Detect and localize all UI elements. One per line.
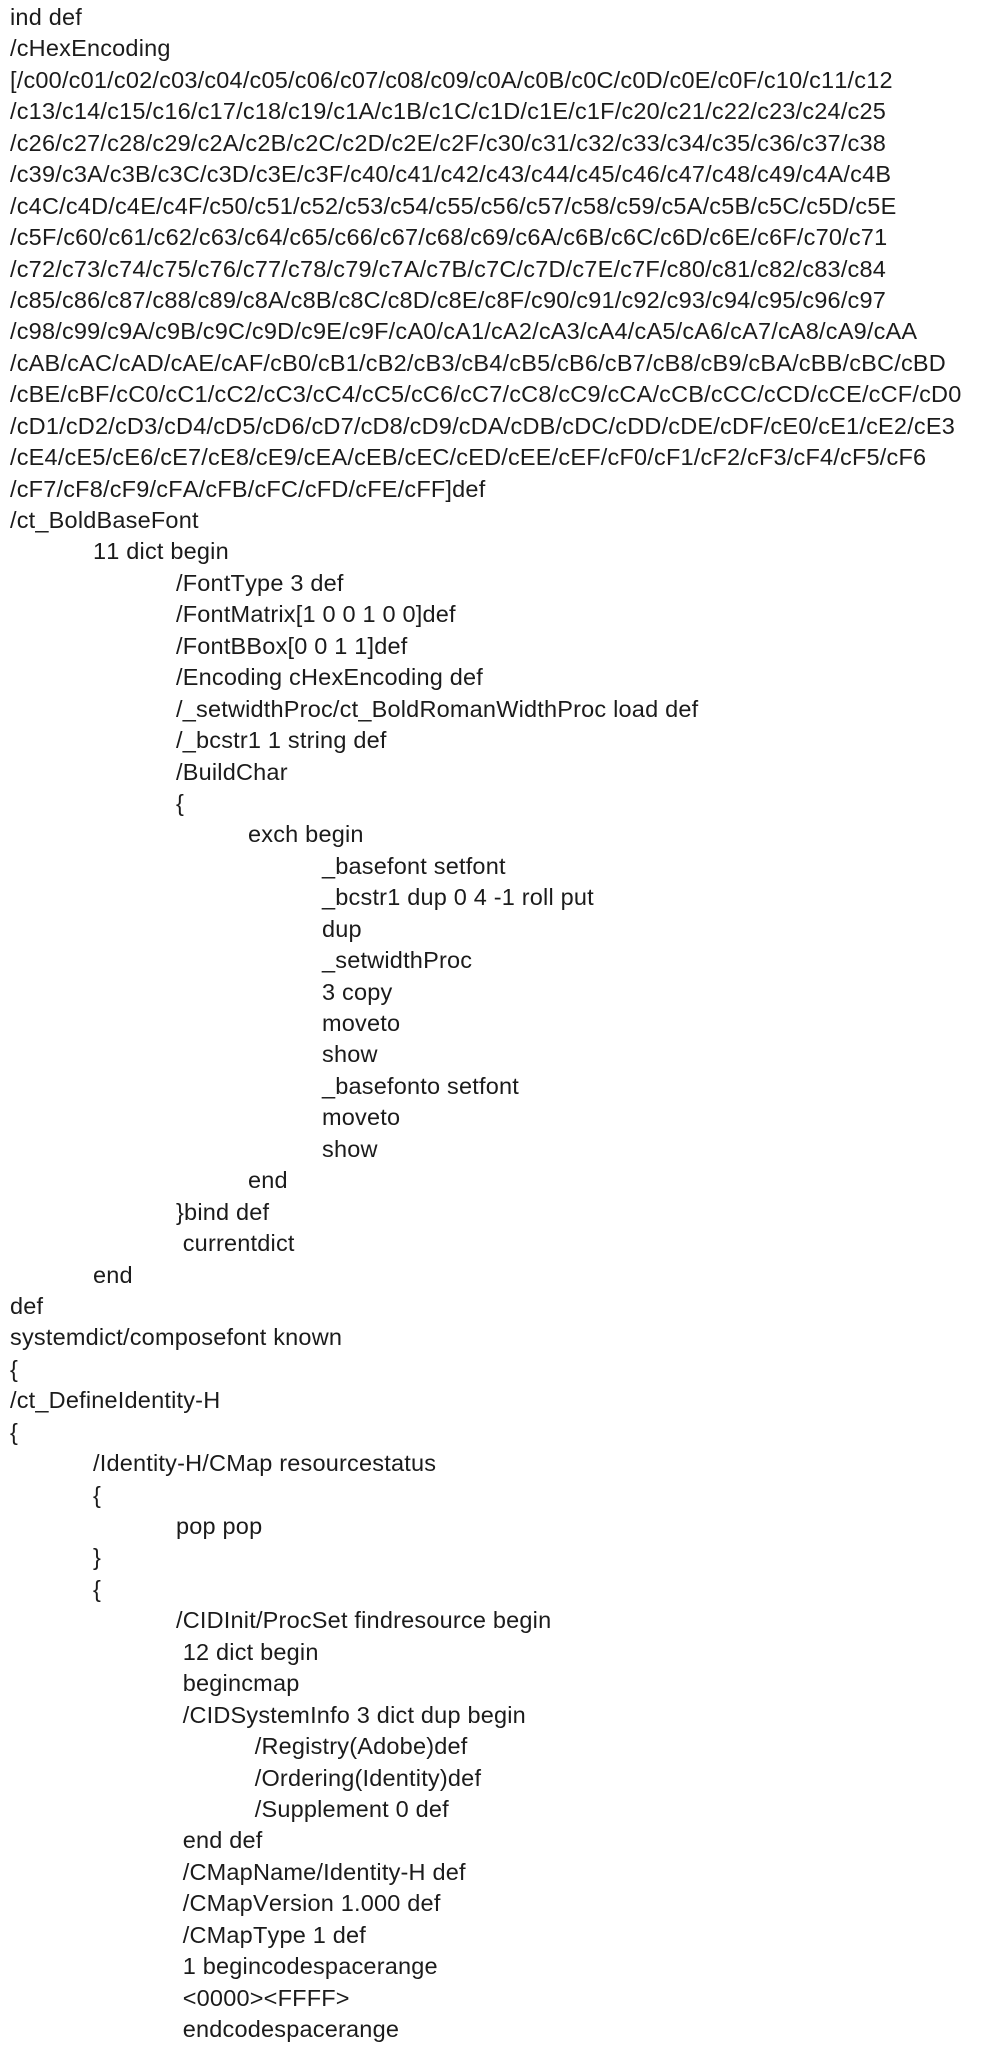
code-line: /BuildChar [176, 758, 288, 785]
code-line: /ct_BoldBaseFont [10, 507, 199, 533]
code-line: }bind def [176, 1198, 270, 1225]
code-line: /cHexEncoding [10, 35, 171, 62]
code-line: /c4C/c4D/c4E/c4F/c50/c51/c52/c53/c54/c55… [10, 192, 897, 219]
code-line: /ct_DefineIdentity-H [10, 1387, 221, 1414]
code-line: 11 dict begin [93, 538, 229, 565]
code-line: /CMapType 1 def [176, 1921, 366, 1948]
code-line: <0000><FFFF> [176, 1984, 350, 2011]
code-line: } [93, 1544, 102, 1571]
code-line: /c72/c73/c74/c75/c76/c77/c78/c79/c7A/c7B… [10, 255, 887, 282]
code-line: /cF7/cF8/cF9/cFA/cFB/cFC/cFD/cFE/cFF]def [10, 475, 486, 502]
code-line: begincmap [176, 1670, 300, 1697]
code-line: _basefont setfont [322, 852, 506, 879]
code-line: def [10, 1292, 44, 1319]
code-line: /_setwidthProc/ct_BoldRomanWidthProc loa… [176, 695, 699, 722]
code-line: 1 begincodespacerange [176, 1953, 438, 1980]
code-line: /c98/c99/c9A/c9B/c9C/c9D/c9E/c9F/cA0/cA1… [10, 318, 918, 345]
code-line: /c26/c27/c28/c29/c2A/c2B/c2C/c2D/c2E/c2F… [10, 129, 887, 156]
code-line: show [322, 1135, 378, 1162]
code-line: 12 dict begin [176, 1638, 319, 1665]
code-line: [/c00/c01/c02/c03/c04/c05/c06/c07/c08/c0… [10, 66, 893, 93]
code-line: { [10, 1355, 19, 1382]
code-line: /cD1/cD2/cD3/cD4/cD5/cD6/cD7/cD8/cD9/cDA… [10, 412, 955, 439]
code-line: end [93, 1261, 133, 1288]
code-line: /Registry(Adobe)def [248, 1733, 468, 1760]
code-line: show [322, 1041, 378, 1068]
code-line: { [93, 1481, 102, 1508]
code-line: /c39/c3A/c3B/c3C/c3D/c3E/c3F/c40/c41/c42… [10, 161, 892, 188]
code-line: /c13/c14/c15/c16/c17/c18/c19/c1A/c1B/c1C… [10, 98, 887, 125]
code-line: _bcstr1 dup 0 4 -1 roll put [322, 884, 594, 911]
code-line: /CMapName/Identity-H def [176, 1858, 466, 1885]
code-line: /FontMatrix[1 0 0 1 0 0]def [176, 601, 456, 628]
code-line: /FontBBox[0 0 1 1]def [176, 632, 408, 659]
code-line: systemdict/composefont known [10, 1324, 343, 1351]
code-line: exch begin [248, 821, 364, 848]
code-line: _basefonto setfont [322, 1072, 519, 1099]
code-line: moveto [322, 1010, 401, 1036]
code-line: /c85/c86/c87/c88/c89/c8A/c8B/c8C/c8D/c8E… [10, 286, 887, 313]
code-line: /CIDSystemInfo 3 dict dup begin [176, 1701, 526, 1728]
code-line: /cAB/cAC/cAD/cAE/cAF/cB0/cB1/cB2/cB3/cB4… [10, 349, 946, 376]
code-line: { [93, 1575, 102, 1602]
code-line: /_bcstr1 1 string def [176, 727, 387, 754]
code-line: /CIDInit/ProcSet findresource begin [176, 1607, 552, 1634]
code-line: currentdict [176, 1230, 295, 1257]
code-line: 3 copy [322, 978, 393, 1005]
code-line: _setwidthProc [322, 947, 473, 974]
code-line: endcodespacerange [176, 2016, 400, 2042]
code-line: /FontType 3 def [176, 569, 344, 596]
code-line: end [248, 1167, 288, 1194]
code-line: { [10, 1418, 19, 1445]
code-line: /Supplement 0 def [248, 1795, 449, 1822]
code-line: moveto [322, 1104, 401, 1131]
code-line: /cBE/cBF/cC0/cC1/cC2/cC3/cC4/cC5/cC6/cC7… [10, 381, 962, 408]
code-line: /CMapVersion 1.000 def [176, 1890, 441, 1917]
code-line: /Ordering(Identity)def [248, 1764, 482, 1791]
code-line: pop pop [176, 1513, 263, 1539]
code-line: { [176, 789, 185, 816]
code-line: end def [176, 1827, 263, 1854]
code-line: /Encoding cHexEncoding def [176, 664, 483, 691]
code-line: dup [322, 915, 362, 942]
code-line: /c5F/c60/c61/c62/c63/c64/c65/c66/c67/c68… [10, 224, 888, 251]
code-line: /cE4/cE5/cE6/cE7/cE8/cE9/cEA/cEB/cEC/cED… [10, 444, 927, 471]
code-line: /Identity-H/CMap resourcestatus [93, 1450, 437, 1477]
code-line: ind def [10, 4, 82, 30]
